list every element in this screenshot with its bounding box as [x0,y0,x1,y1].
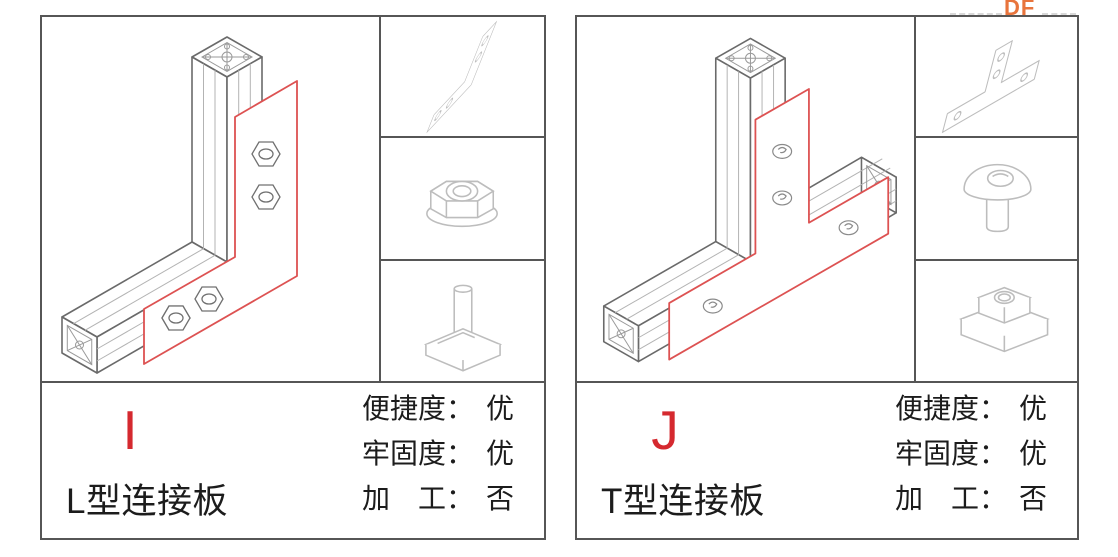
rating-line: 加 工： 否 [895,481,1047,517]
l-joint-drawing [61,36,298,374]
rating-value: 优 [1018,393,1047,424]
l-ratings: 便捷度： 优 牢固度： 优 加 工： 否 [362,391,514,517]
panel-t-bracket: J T型连接板 便捷度： 优 牢固度： 优 加 工： 否 [575,15,1079,540]
l-joint-illustration [42,17,381,381]
rating-value: 否 [1018,483,1047,514]
button-head-screw-icon [963,163,1032,233]
rating-line: 加 工： 否 [362,481,514,517]
l-part-name: L型连接板 [66,482,228,521]
t-slot-nut-icon [958,286,1050,353]
part-cell-flange-nut [381,138,544,261]
rating-value: 优 [1018,438,1047,469]
t-bolt-icon [423,284,503,372]
part-cell-l-plate [381,17,544,138]
flange-nut-icon [426,180,498,228]
t-ratings: 便捷度： 优 牢固度： 优 加 工： 否 [895,391,1047,517]
t-index-letter: J [651,399,679,461]
part-cell-t-slot-nut [916,261,1077,381]
watermark-df-logo: DF [1004,0,1036,20]
rating-value: 优 [485,438,514,469]
rating-value: 优 [485,393,514,424]
rating-label: 牢固度： [894,438,1007,469]
rating-value: 否 [485,483,514,514]
t-part-name: T型连接板 [601,482,765,521]
rating-label: 牢固度： [361,438,474,469]
rating-line: 牢固度： 优 [362,436,514,472]
t-caption: J T型连接板 便捷度： 优 牢固度： 优 加 工： 否 [577,381,1077,538]
l-caption: I L型连接板 便捷度： 优 牢固度： 优 加 工： 否 [42,381,544,538]
rating-label: 加 工： [894,483,1007,514]
t-joint-illustration [577,17,916,381]
l-bracket-plate-icon [426,20,498,134]
l-parts-column [381,17,544,381]
t-joint-drawing [602,37,897,363]
rating-line: 牢固度： 优 [895,436,1047,472]
rating-label: 便捷度： [894,393,1007,424]
t-plate-highlight [668,88,890,361]
part-cell-button-screw [916,138,1077,261]
rating-label: 便捷度： [361,393,474,424]
part-cell-t-bolt [381,261,544,381]
panel-l-bracket: I L型连接板 便捷度： 优 牢固度： 优 加 工： 否 [40,15,546,540]
part-cell-t-plate [916,17,1077,138]
rating-label: 加 工： [361,483,474,514]
rating-line: 便捷度： 优 [895,391,1047,427]
watermark-faded-right [1042,13,1076,15]
rating-line: 便捷度： 优 [362,391,514,427]
t-parts-column [916,17,1077,381]
t-bracket-plate-icon [941,40,1040,134]
l-index-letter: I [122,399,138,461]
watermark-faded-left [950,13,1002,15]
